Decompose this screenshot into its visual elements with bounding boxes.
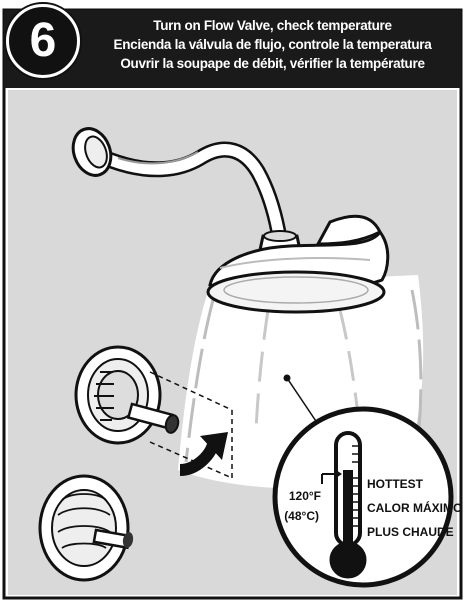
label-hottest-french: PLUS CHAUDE [367,525,454,539]
step-number-badge: 6 [6,4,80,78]
temperature-fahrenheit: 120°F [289,489,321,503]
step-number: 6 [30,17,57,65]
header-line-french: Ouvrir la soupape de débit, vérifier la … [80,54,465,73]
label-hottest-english: HOTTEST [367,477,424,491]
header-line-spanish: Encienda la válvula de flujo, controle l… [80,35,465,54]
label-hottest-spanish: CALOR MÁXIMO [367,500,462,515]
temperature-celsius: (48°C) [284,509,319,523]
header-title: Turn on Flow Valve, check temperature En… [80,16,465,73]
header-line-english: Turn on Flow Valve, check temperature [80,16,465,35]
